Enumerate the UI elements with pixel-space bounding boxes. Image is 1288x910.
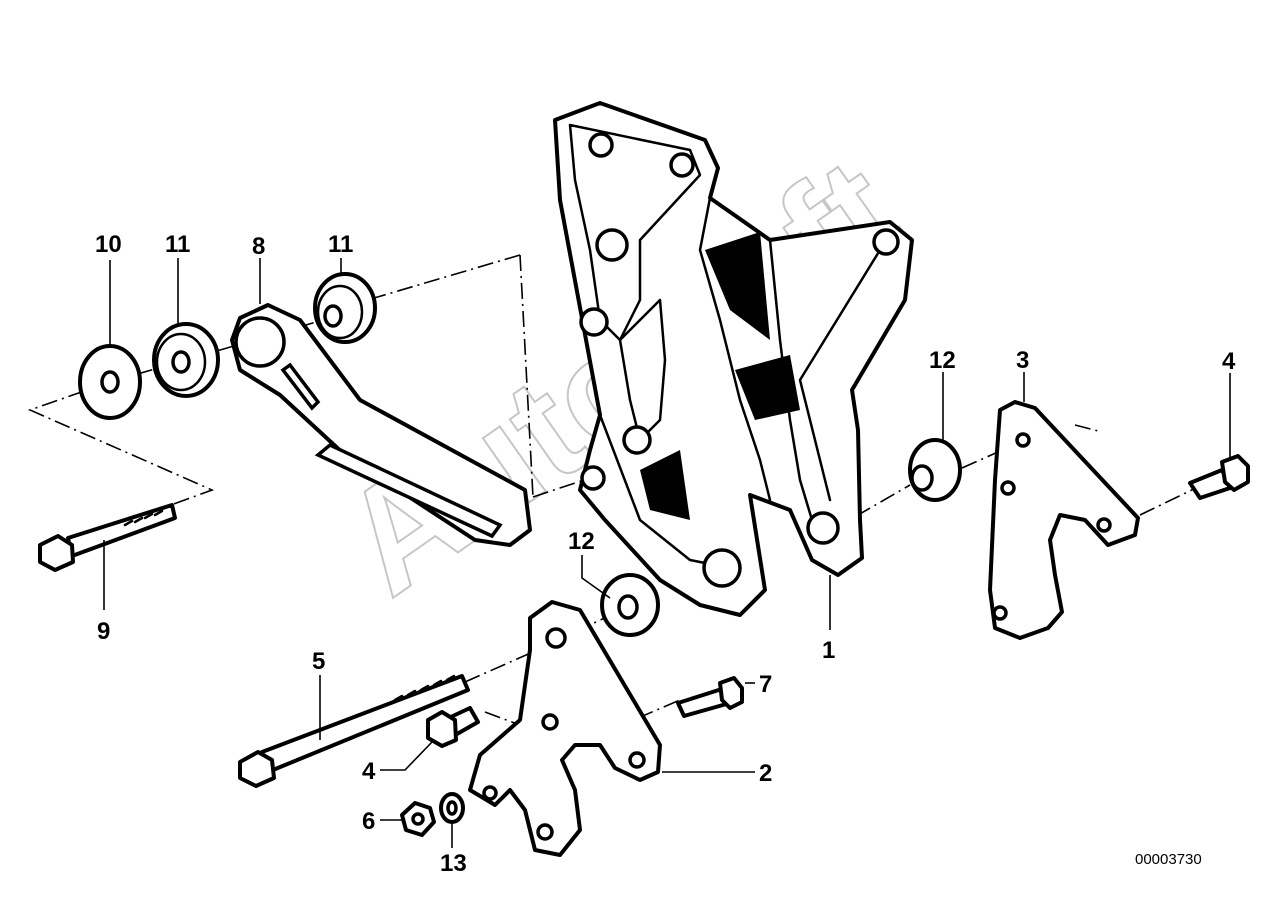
part-9-hex-bolt	[38, 503, 177, 572]
callout-10: 10	[95, 231, 122, 258]
callout-6: 6	[362, 808, 375, 835]
callout-12-upper: 12	[929, 347, 956, 374]
diagram-reference-number: 00003730	[1135, 851, 1202, 868]
callout-11-right: 11	[328, 231, 353, 258]
part-12-collar-bush-upper	[908, 438, 962, 502]
callout-7: 7	[759, 671, 772, 698]
part-11-rubber-bush-right	[313, 272, 377, 344]
callout-2: 2	[759, 760, 772, 787]
part-10-washer	[78, 344, 142, 420]
callout-9: 9	[97, 618, 110, 645]
callout-8: 8	[252, 233, 265, 260]
callout-13: 13	[440, 850, 467, 877]
part-11-rubber-bush-left	[152, 322, 220, 398]
callout-5: 5	[312, 648, 325, 675]
part-12-collar-bush-lower	[600, 573, 660, 637]
part-5-long-bolt	[238, 674, 470, 788]
part-6-hex-nut	[400, 801, 436, 837]
part-3-side-plate	[988, 400, 1140, 640]
part-13-washer	[439, 792, 465, 824]
callout-12-lower: 12	[568, 528, 595, 555]
part-8-adjusting-link	[230, 303, 532, 547]
callout-4-right: 4	[1222, 348, 1236, 375]
leader-lines	[103, 258, 1231, 848]
callout-3: 3	[1016, 347, 1029, 374]
callout-11-left: 11	[165, 231, 190, 258]
part-2-lower-bracket	[468, 600, 662, 857]
part-4-hex-bolt-left	[426, 706, 480, 748]
callout-4-left: 4	[362, 758, 376, 785]
part-1-main-bracket	[553, 101, 914, 617]
part-7-screw	[676, 676, 744, 718]
part-4-hex-bolt-right	[1188, 454, 1250, 500]
callout-1: 1	[822, 637, 835, 664]
callout-labels: 1 2 3 4 4 5 6 7 8 9 10 11 11 12 12 13	[95, 231, 1236, 877]
